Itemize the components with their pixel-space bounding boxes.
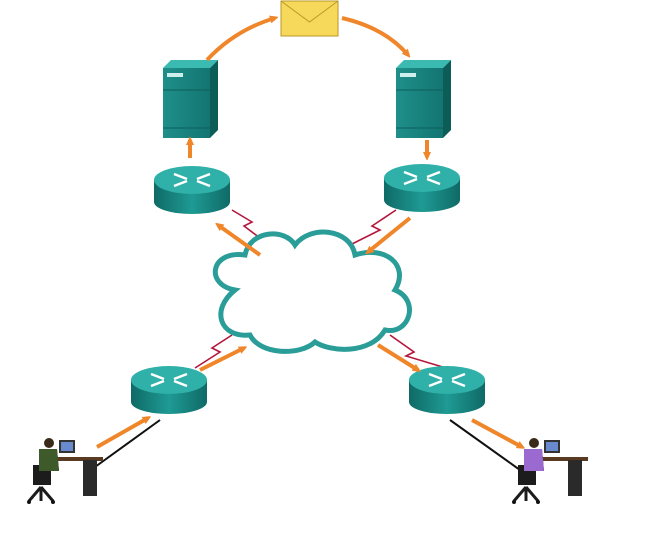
server-right [395,59,452,139]
arrow-router-to-cloud-right [368,216,412,252]
serial-link-bottom-right [389,334,447,369]
lan-link-left [94,419,161,468]
serial-link-top-right [343,209,397,249]
user-recipient [510,436,590,506]
arrow-cloud-to-router-right [376,343,418,370]
router-bottom-left [129,364,209,416]
arrow-router-to-cloud [199,346,244,372]
serial-links [194,209,447,369]
arrow-user-to-router [96,418,148,449]
serial-link-bottom-left [194,334,233,369]
arrow-router-to-recipient [471,418,522,447]
router-bottom-right [407,364,487,416]
sender-shirt [39,449,59,471]
arrow-server-to-envelope [205,18,275,62]
server-left [162,59,219,139]
arrow-envelope-to-server [341,16,408,55]
serial-link-top-left [231,209,269,245]
lan-link-right [449,419,521,471]
router-top-right [382,162,462,214]
envelope-icon [280,0,339,37]
arrow-cloud-to-router [218,225,262,257]
cloud [212,229,412,354]
router-top-left [152,164,232,216]
user-sender: .s1 .shirt{fill:#3f5a2a} [25,436,105,506]
message-path-arrows [96,16,522,449]
